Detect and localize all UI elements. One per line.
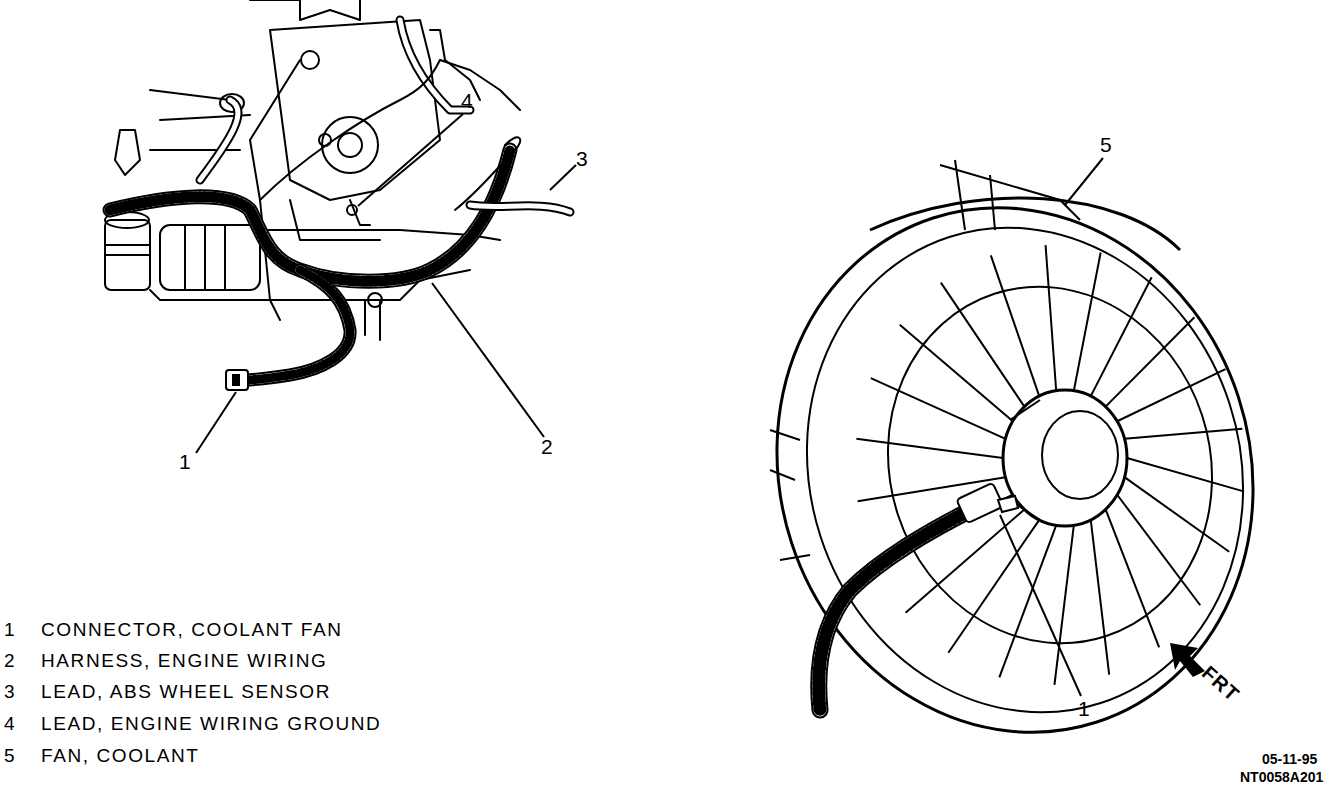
pulley — [322, 117, 378, 173]
fan-blade — [1117, 369, 1225, 421]
fan-blade — [1054, 525, 1073, 685]
fan-blade — [1127, 458, 1244, 491]
part-name: HARNESS, ENGINE WIRING — [41, 651, 327, 670]
frame — [290, 200, 380, 240]
fan-blade — [1117, 495, 1200, 605]
bolt — [301, 51, 319, 69]
engine-edge — [440, 60, 520, 110]
fan-blade — [1046, 245, 1057, 391]
key-number: 3 — [4, 682, 15, 701]
fan-blade — [900, 325, 1013, 421]
fan-blade — [948, 520, 1039, 653]
hose — [400, 20, 470, 110]
fan-blade — [1091, 520, 1109, 675]
fan-blade — [1106, 509, 1160, 647]
engine-harness — [110, 60, 520, 281]
front-label: FRT — [1199, 662, 1244, 705]
callout-number: 1 — [179, 451, 191, 472]
pulley — [338, 133, 362, 157]
fan-blade — [1074, 253, 1101, 391]
figure-code: NT0058A201 — [1240, 770, 1323, 784]
fan-harness — [819, 483, 1018, 710]
part-name: LEAD, ABS WHEEL SENSOR — [41, 682, 331, 701]
fan-blade — [1124, 477, 1229, 552]
starter — [160, 225, 260, 290]
fan-blade — [856, 439, 1003, 458]
fan-blade — [906, 509, 1025, 612]
callout-number: 5 — [1100, 134, 1112, 155]
fan-blade — [941, 283, 1025, 407]
fan-blade — [1106, 317, 1195, 406]
callout-number: 3 — [576, 148, 588, 169]
key-number: 2 — [4, 651, 15, 670]
engine-block — [270, 20, 440, 200]
frame — [365, 300, 380, 340]
engine-edge — [250, 60, 300, 320]
fan-branch — [245, 270, 350, 380]
key-number: 4 — [4, 714, 15, 733]
key-number: 1 — [4, 620, 15, 639]
coolant-fan — [710, 145, 1321, 794]
fan-blade — [999, 525, 1056, 677]
part-name: LEAD, ENGINE WIRING GROUND — [41, 714, 381, 733]
canister — [105, 220, 150, 290]
abs-lead — [470, 205, 570, 212]
fan-blade — [1091, 277, 1152, 396]
fan-blade — [991, 255, 1039, 396]
canister-band — [105, 245, 150, 255]
front-arrow — [1170, 643, 1205, 677]
valve — [115, 130, 140, 175]
starter — [185, 225, 225, 290]
callout-number: 1 — [1078, 698, 1090, 719]
callout-number: 2 — [541, 436, 553, 457]
leader-line — [196, 114, 1103, 696]
callout-number: 4 — [461, 90, 473, 111]
engine-bracket — [250, 0, 360, 20]
fan-blade — [871, 378, 1006, 439]
hose — [400, 20, 470, 110]
fan-blade — [1124, 429, 1242, 439]
date-code: 05-11-95 — [1262, 752, 1317, 766]
key-number: 5 — [4, 746, 15, 765]
ground-lug — [347, 205, 357, 215]
fan-connector — [226, 370, 248, 390]
part-name: CONNECTOR, COOLANT FAN — [41, 620, 343, 639]
part-name: FAN, COOLANT — [41, 746, 200, 765]
